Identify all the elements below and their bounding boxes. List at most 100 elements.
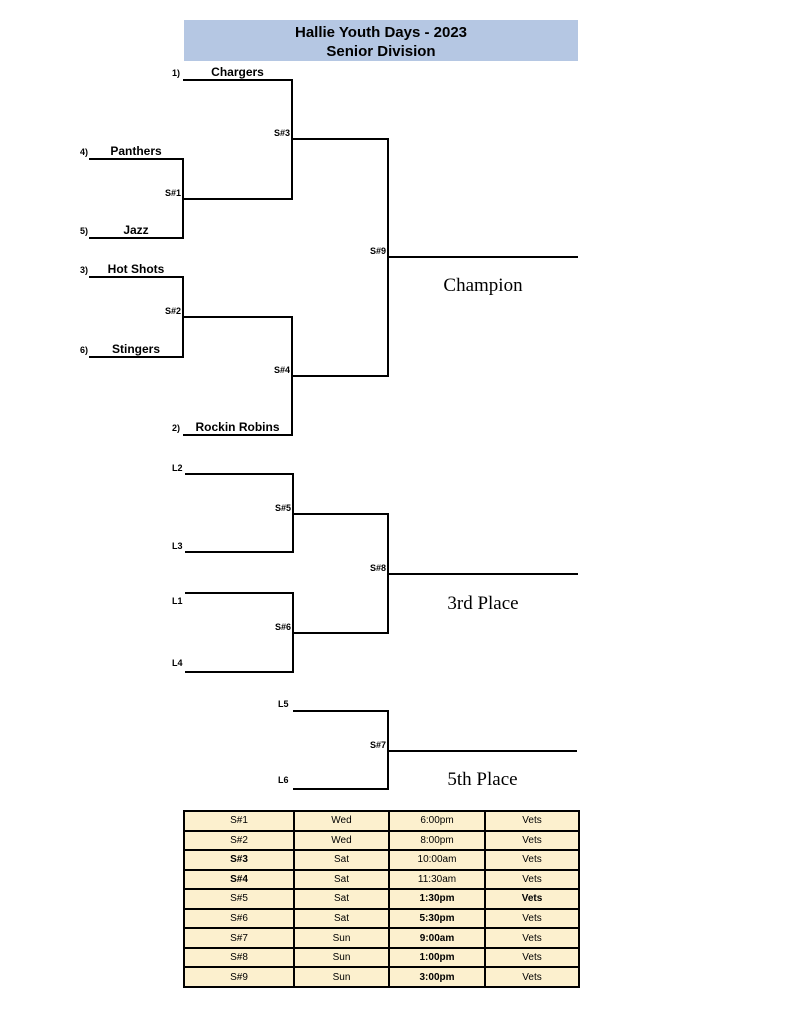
s7-connector [387, 710, 389, 790]
s2-connector [182, 276, 184, 358]
game-cell: S#3 [183, 849, 295, 871]
game-cell: S#4 [183, 868, 295, 891]
fifth-place-line [388, 750, 577, 752]
s5-winner-line [293, 513, 388, 515]
stingers-base-line [89, 356, 183, 358]
team-label-rockin-robins: Rockin Robins [195, 420, 280, 434]
game-label-s6: S#6 [274, 622, 291, 632]
team-label-stingers: Stingers [111, 342, 160, 356]
seed-label: 3) [79, 265, 88, 275]
day-cell: Sun [293, 946, 390, 969]
schedule-row: S#3 Sat 10:00am Vets [183, 849, 580, 871]
l3-base-line [185, 551, 293, 553]
time-cell: 11:30am [388, 868, 486, 891]
chargers-base-line [183, 79, 292, 81]
seed-label: 6) [79, 345, 88, 355]
game-cell: S#6 [183, 907, 295, 930]
time-cell: 1:00pm [388, 946, 486, 969]
schedule-row: S#8 Sun 1:00pm Vets [183, 946, 580, 969]
s6-winner-line [293, 632, 388, 634]
day-cell: Wed [293, 829, 390, 852]
game-cell: S#5 [183, 888, 295, 910]
venue-cell: Vets [484, 927, 580, 949]
venue-cell: Vets [484, 888, 580, 910]
schedule-row: S#4 Sat 11:30am Vets [183, 868, 580, 891]
slot-label-l5: L5 [278, 699, 289, 709]
slot-label-l2: L2 [172, 463, 183, 473]
game-cell: S#7 [183, 927, 295, 949]
team-label-hot-shots: Hot Shots [107, 262, 165, 276]
day-cell: Sun [293, 966, 390, 988]
third-place-label: 3rd Place [447, 593, 519, 614]
page-title: Hallie Youth Days - 2023 [294, 24, 468, 41]
time-cell: 10:00am [388, 849, 486, 871]
time-cell: 3:00pm [388, 966, 486, 988]
team-label-chargers: Chargers [211, 65, 264, 79]
l5-base-line [293, 710, 388, 712]
game-label-s5: S#5 [274, 503, 291, 513]
hotshots-base-line [89, 276, 183, 278]
title-banner: Hallie Youth Days - 2023 Senior Division [184, 20, 578, 61]
s2-winner-line [183, 316, 292, 318]
game-label-s9: S#9 [369, 246, 386, 256]
schedule-row: S#9 Sun 3:00pm Vets [183, 966, 580, 988]
venue-cell: Vets [484, 829, 580, 852]
seed-label: 4) [79, 147, 88, 157]
champion-label: Champion [443, 275, 523, 296]
time-cell: 6:00pm [388, 810, 486, 832]
seed-label: 1) [171, 68, 180, 78]
day-cell: Sat [293, 849, 390, 871]
venue-cell: Vets [484, 966, 580, 988]
jazz-base-line [89, 237, 183, 239]
day-cell: Sun [293, 927, 390, 949]
time-cell: 8:00pm [388, 829, 486, 852]
s9-connector [387, 138, 389, 377]
s8-connector [387, 513, 389, 634]
game-cell: S#2 [183, 829, 295, 852]
venue-cell: Vets [484, 810, 580, 832]
game-cell: S#1 [183, 810, 295, 832]
team-label-panthers: Panthers [110, 144, 162, 158]
page-subtitle: Senior Division [326, 43, 436, 60]
seed-label: 5) [79, 226, 88, 236]
venue-cell: Vets [484, 849, 580, 871]
game-cell: S#9 [183, 966, 295, 988]
game-cell: S#8 [183, 946, 295, 969]
game-label-s8: S#8 [369, 563, 386, 573]
game-label-s1: S#1 [164, 188, 181, 198]
day-cell: Sat [293, 868, 390, 891]
l6-base-line [293, 788, 388, 790]
s5-connector [292, 473, 294, 553]
s3-connector [291, 79, 293, 200]
schedule-row: S#1 Wed 6:00pm Vets [183, 810, 580, 832]
s4-connector [291, 316, 293, 436]
slot-label-l4: L4 [172, 658, 183, 668]
l1-base-line [185, 592, 293, 594]
day-cell: Sat [293, 907, 390, 930]
fifth-place-label: 5th Place [447, 769, 518, 790]
rockin-robins-base-line [183, 434, 292, 436]
s1-connector [182, 158, 184, 239]
schedule-row: S#6 Sat 5:30pm Vets [183, 907, 580, 930]
champion-line [388, 256, 578, 258]
l4-base-line [185, 671, 293, 673]
schedule-row: S#7 Sun 9:00am Vets [183, 927, 580, 949]
seed-label: 2) [171, 423, 180, 433]
time-cell: 9:00am [388, 927, 486, 949]
schedule-row: S#2 Wed 8:00pm Vets [183, 829, 580, 852]
venue-cell: Vets [484, 868, 580, 891]
schedule-table: S#1 Wed 6:00pm Vets S#2 Wed 8:00pm Vets … [183, 810, 580, 988]
time-cell: 5:30pm [388, 907, 486, 930]
s1-winner-line [183, 198, 292, 200]
day-cell: Sat [293, 888, 390, 910]
slot-label-l1: L1 [172, 596, 183, 606]
game-label-s3: S#3 [273, 128, 290, 138]
game-label-s4: S#4 [273, 365, 290, 375]
game-label-s7: S#7 [369, 740, 386, 750]
slot-label-l3: L3 [172, 541, 183, 551]
team-label-jazz: Jazz [123, 223, 149, 237]
game-label-s2: S#2 [164, 306, 181, 316]
schedule-row: S#5 Sat 1:30pm Vets [183, 888, 580, 910]
venue-cell: Vets [484, 907, 580, 930]
day-cell: Wed [293, 810, 390, 832]
